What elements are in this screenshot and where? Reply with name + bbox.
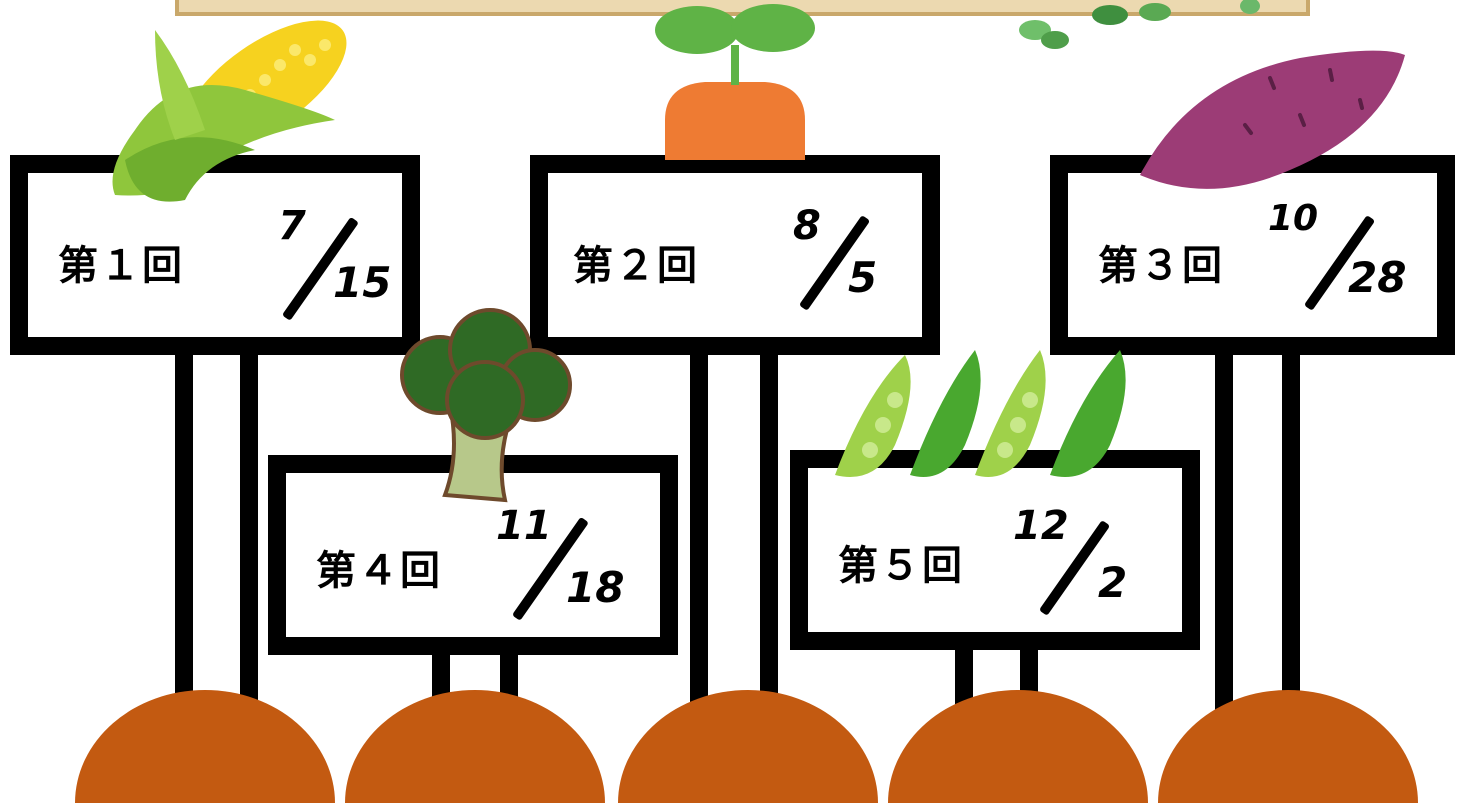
date-month: 12: [1013, 503, 1069, 549]
soil-mound: [75, 690, 335, 803]
round-label: 第１回: [58, 243, 184, 289]
sign-post: [175, 340, 193, 720]
date-month: 8: [793, 203, 821, 249]
date-day: 18: [566, 563, 625, 612]
soil-mound: [888, 690, 1148, 803]
sign-post: [1282, 340, 1300, 720]
round-label: 第３回: [1098, 243, 1224, 289]
date-day: 5: [848, 253, 878, 302]
sweet-potato-icon: [1140, 50, 1405, 189]
corn-icon: [112, 20, 347, 202]
date-day: 15: [333, 258, 392, 307]
sprout-icon: [655, 4, 815, 160]
soil-mound: [1158, 690, 1418, 803]
pea-pod-icon: [835, 350, 1126, 477]
date-month: 11: [496, 503, 552, 549]
round-label: 第２回: [573, 243, 699, 289]
date-month: 7: [278, 203, 306, 249]
sign-round-2: 第２回 8 5: [530, 155, 940, 355]
sign-round-3: 第３回 10 28: [1050, 155, 1455, 355]
sign-round-1: 第１回 7 15: [10, 155, 420, 355]
round-label: 第５回: [838, 543, 964, 589]
herb-leaves-icon: [1019, 0, 1260, 49]
date-day: 28: [1348, 253, 1407, 302]
date-day: 2: [1098, 558, 1128, 607]
sign-post: [760, 340, 778, 720]
date-month: 10: [1268, 198, 1319, 239]
sign-post: [240, 340, 258, 720]
soil-mound: [618, 690, 878, 803]
sign-post: [1215, 340, 1233, 720]
sign-post: [690, 340, 708, 720]
broccoli-icon: [400, 308, 572, 503]
round-label: 第４回: [316, 548, 442, 594]
soil-mound: [345, 690, 605, 803]
